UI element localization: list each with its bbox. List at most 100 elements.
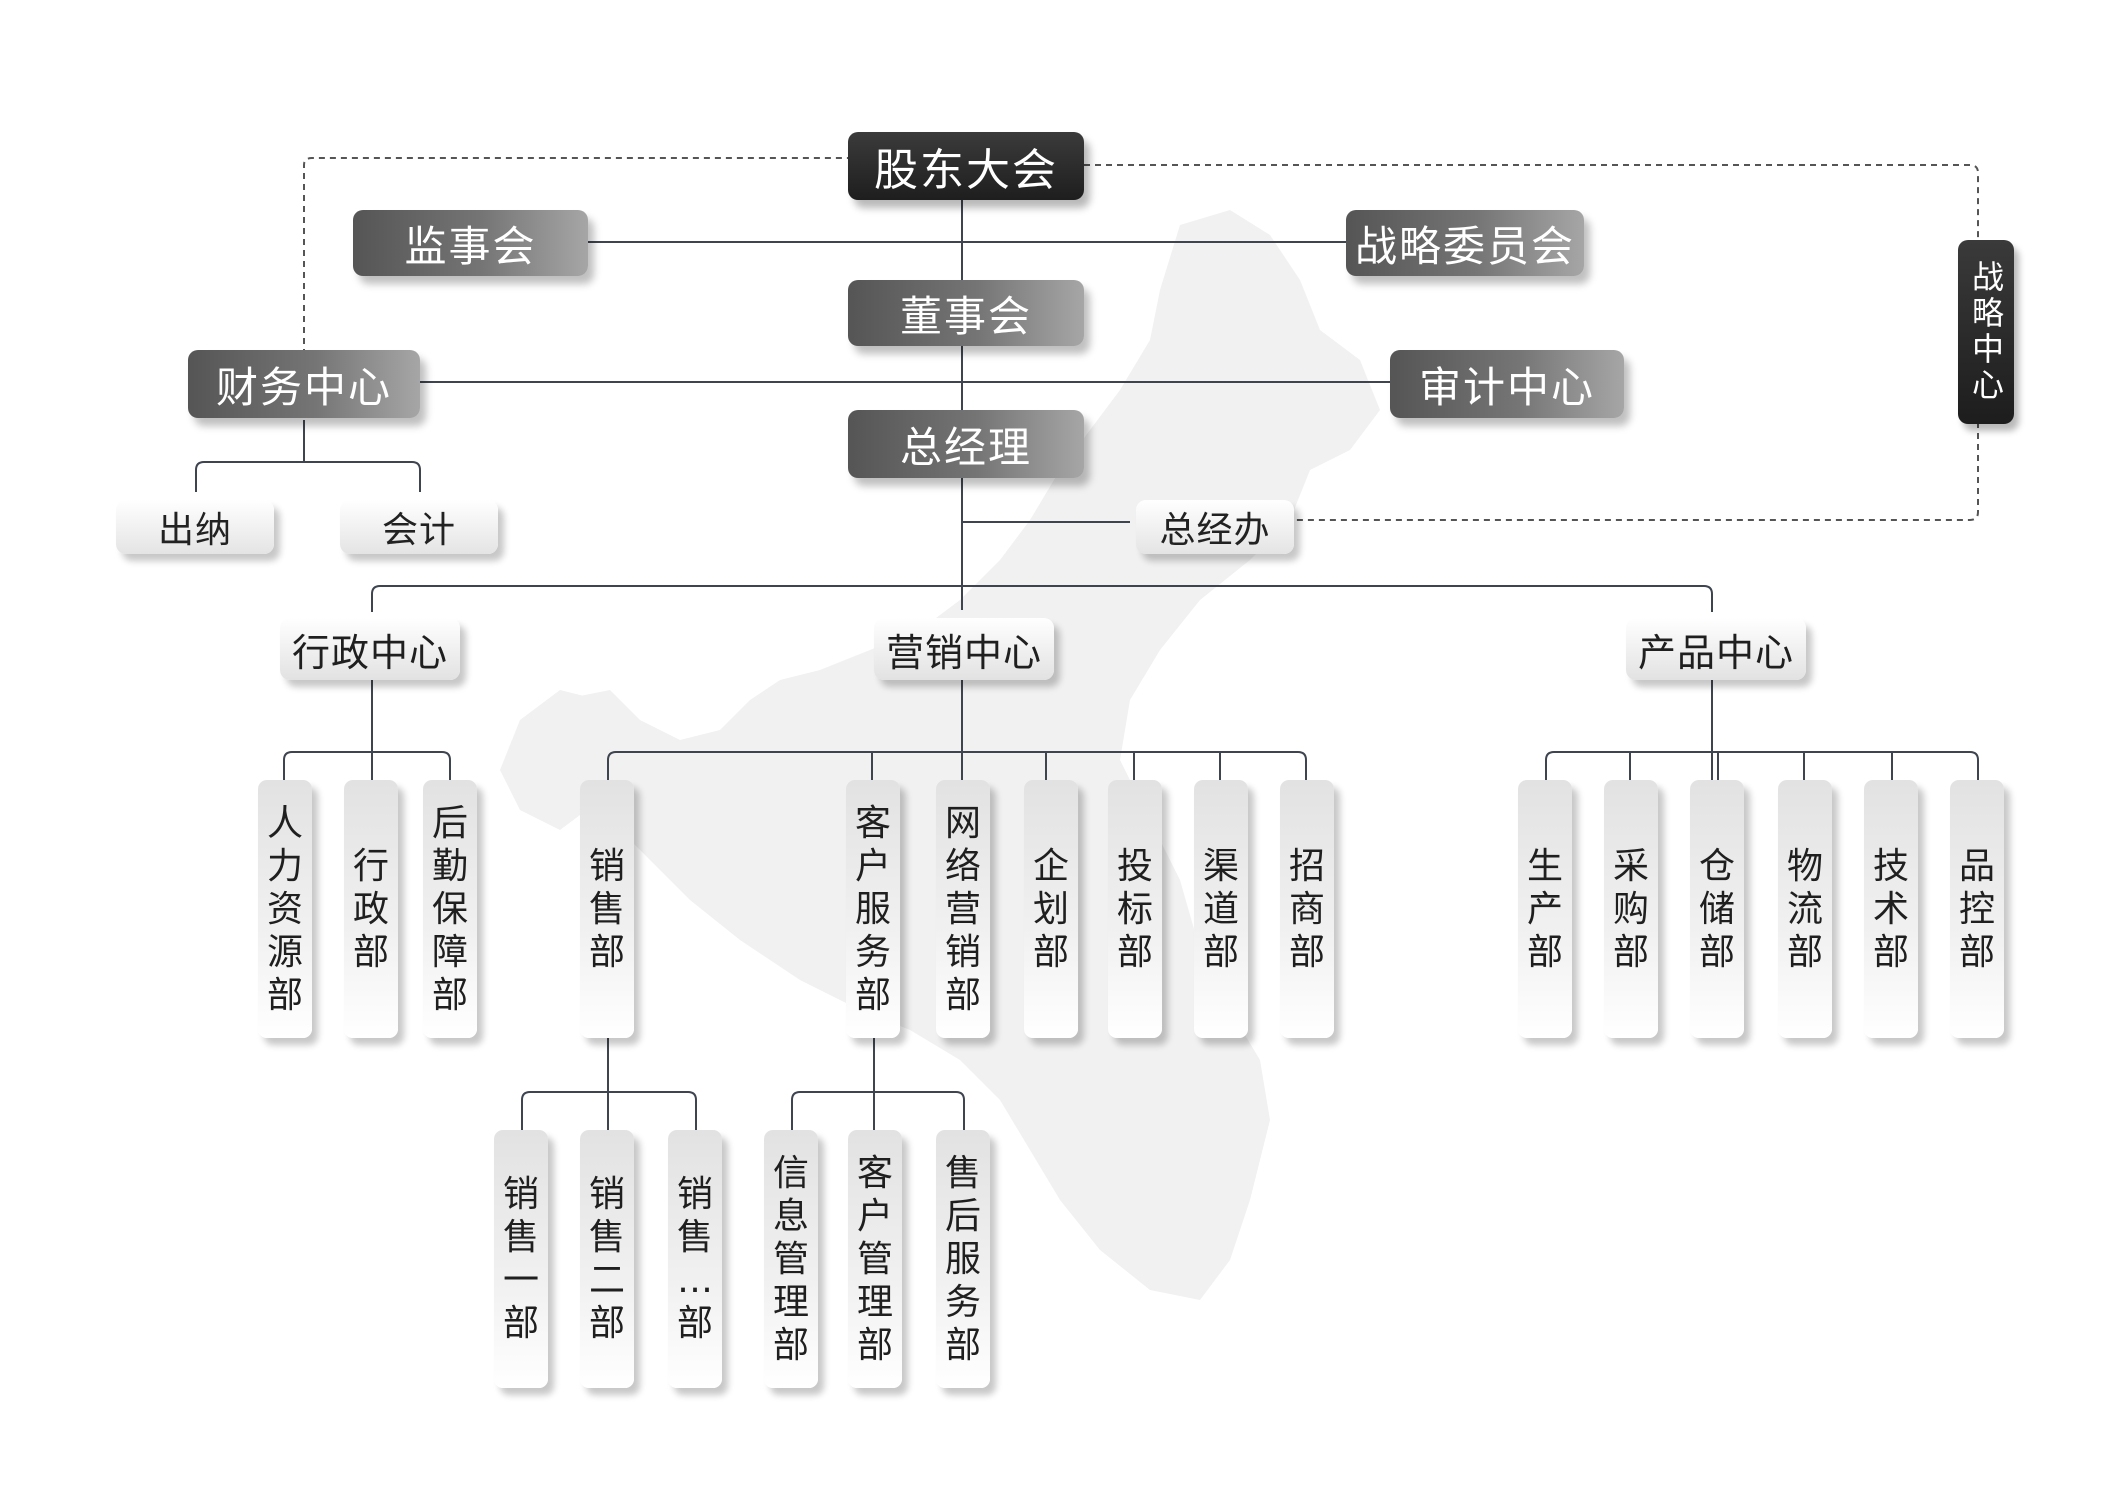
dept-char: … <box>677 1260 713 1301</box>
dept-char: 障 <box>431 931 468 973</box>
dept-char: 生 <box>1526 845 1563 887</box>
dept-char: 服 <box>854 888 891 930</box>
dept-char: 销 <box>502 1174 539 1215</box>
marketing-dept-column-4: 投标部 <box>1108 780 1162 1038</box>
marketing-dept-column-0: 销售部 <box>580 780 634 1038</box>
dept-char: 仓 <box>1698 845 1735 887</box>
supervisory-board-box: 监事会 <box>353 210 588 276</box>
dept-char: 息 <box>772 1195 809 1237</box>
dept-char: 招 <box>1288 845 1325 887</box>
admin-center-box: 行政中心 <box>280 618 460 680</box>
dept-char: 产 <box>1526 888 1563 930</box>
dept-char: 客 <box>856 1152 893 1194</box>
dept-char: 力 <box>266 845 303 887</box>
dept-char: 商 <box>1288 888 1325 930</box>
dept-char: 户 <box>856 1195 893 1237</box>
product-dept-column-0: 生产部 <box>1518 780 1572 1038</box>
dept-char: 部 <box>676 1303 713 1344</box>
dept-char: 售 <box>944 1152 981 1194</box>
dept-char: 部 <box>1698 931 1735 973</box>
audit-center-box: 审计中心 <box>1390 350 1624 418</box>
dept-char: 投 <box>1116 845 1153 887</box>
board-of-directors-box: 董事会 <box>848 280 1084 346</box>
dept-char: 后 <box>944 1195 981 1237</box>
dept-char: 销 <box>944 931 981 973</box>
dept-char: 控 <box>1958 888 1995 930</box>
dept-char: 销 <box>588 845 625 887</box>
admin-dept-column-2: 后勤保障部 <box>423 780 477 1038</box>
admin-dept-column-0: 人力资源部 <box>258 780 312 1038</box>
dept-char: 网 <box>944 802 981 844</box>
dept-char: 源 <box>266 931 303 973</box>
product-dept-column-2: 仓储部 <box>1690 780 1744 1038</box>
marketing-dept-column-3: 企划部 <box>1024 780 1078 1038</box>
dept-char: 部 <box>502 1303 539 1344</box>
dept-char: 部 <box>856 1324 893 1366</box>
marketing-center-box: 营销中心 <box>874 618 1054 680</box>
dept-char: 一 <box>502 1260 539 1301</box>
service-subdept-column-2: 售后服务部 <box>936 1130 990 1388</box>
dept-char: 部 <box>431 974 468 1016</box>
dept-char: 部 <box>1202 931 1239 973</box>
dept-char: 部 <box>1032 931 1069 973</box>
dept-char: 物 <box>1786 845 1823 887</box>
dept-char: 品 <box>1958 845 1995 887</box>
dept-char: 储 <box>1698 888 1735 930</box>
dept-char: 销 <box>588 1174 625 1215</box>
sales-subdept-column-1: 销售二部 <box>580 1130 634 1388</box>
dept-char: 理 <box>856 1281 893 1323</box>
dept-char: 部 <box>1786 931 1823 973</box>
dept-char: 营 <box>944 888 981 930</box>
dept-char: 售 <box>676 1217 713 1258</box>
dept-char: 部 <box>588 1303 625 1344</box>
dept-char: 售 <box>502 1217 539 1258</box>
product-center-box: 产品中心 <box>1626 618 1806 680</box>
dept-char: 勤 <box>431 845 468 887</box>
dept-char: 技 <box>1872 845 1909 887</box>
solid-connectors <box>195 200 1979 1130</box>
dept-char: 部 <box>1288 931 1325 973</box>
gm-office-box: 总经办 <box>1136 500 1294 554</box>
dept-char: 理 <box>772 1281 809 1323</box>
product-dept-column-5: 品控部 <box>1950 780 2004 1038</box>
dept-char: 部 <box>1116 931 1153 973</box>
cashier-box: 出纳 <box>116 500 274 554</box>
dept-char: 部 <box>1612 931 1649 973</box>
dept-char: 资 <box>266 888 303 930</box>
dept-char: 务 <box>944 1281 981 1323</box>
dept-char: 部 <box>1526 931 1563 973</box>
product-dept-column-4: 技术部 <box>1864 780 1918 1038</box>
admin-dept-column-1: 行政部 <box>344 780 398 1038</box>
dashed-strategy-loop <box>303 157 1979 521</box>
accounting-box: 会计 <box>340 500 498 554</box>
dept-char: 客 <box>854 802 891 844</box>
dept-char: 部 <box>944 974 981 1016</box>
dept-char: 部 <box>266 974 303 1016</box>
general-manager-box: 总经理 <box>848 410 1084 478</box>
strategy-center-box: 战略中心 <box>1958 240 2014 424</box>
service-subdept-column-1: 客户管理部 <box>848 1130 902 1388</box>
dept-char: 售 <box>588 1217 625 1258</box>
dept-char: 部 <box>1872 931 1909 973</box>
dept-char: 服 <box>944 1238 981 1280</box>
dept-char: 购 <box>1612 888 1649 930</box>
dept-char: 管 <box>772 1238 809 1280</box>
marketing-dept-column-1: 客户服务部 <box>846 780 900 1038</box>
dept-char: 部 <box>588 931 625 973</box>
dept-char: 术 <box>1872 888 1909 930</box>
dept-char: 二 <box>588 1260 625 1301</box>
dept-char: 部 <box>944 1324 981 1366</box>
dept-char: 道 <box>1202 888 1239 930</box>
dept-char: 保 <box>431 888 468 930</box>
dept-char: 划 <box>1032 888 1069 930</box>
dept-char: 渠 <box>1202 845 1239 887</box>
dept-char: 户 <box>854 845 891 887</box>
sales-subdept-column-0: 销售一部 <box>494 1130 548 1388</box>
sales-subdept-column-2: 销售…部 <box>668 1130 722 1388</box>
dept-char: 管 <box>856 1238 893 1280</box>
dept-char: 信 <box>772 1152 809 1194</box>
shareholders-meeting-box: 股东大会 <box>848 132 1084 200</box>
dept-char: 后 <box>431 802 468 844</box>
finance-center-box: 财务中心 <box>188 350 420 418</box>
